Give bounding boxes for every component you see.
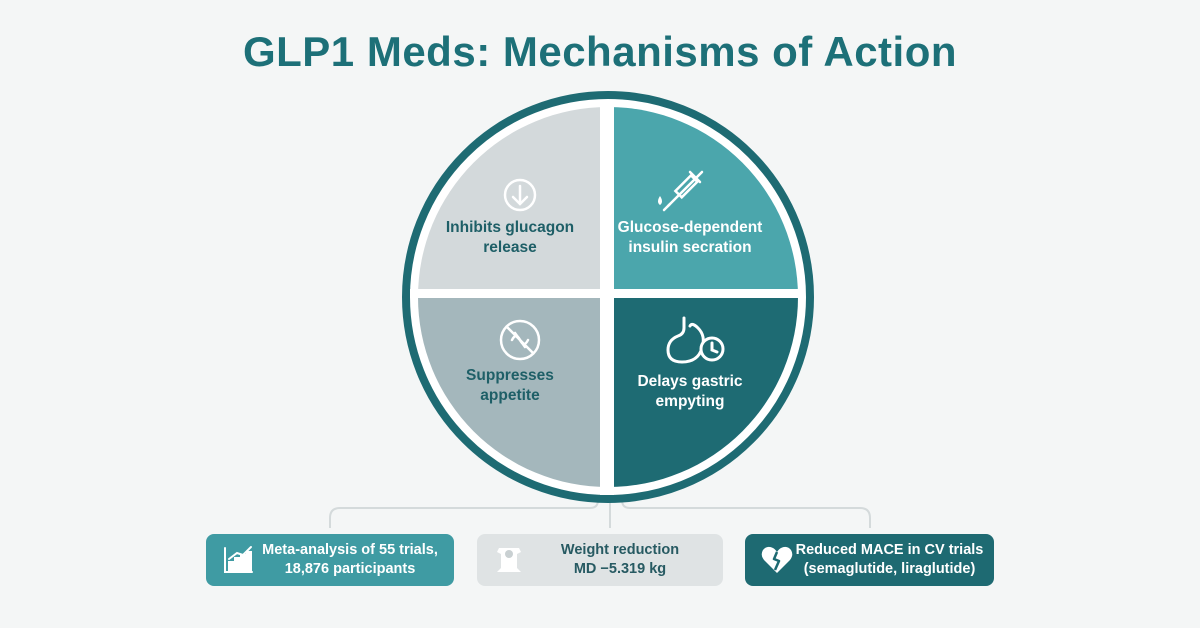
card-line: Reduced MACE in CV trials [795,542,984,558]
card-mace: Reduced MACE in CV trials (semaglutide, … [745,534,994,586]
card-line: (semaglutide, liraglutide) [803,561,976,577]
no-food-icon [499,319,541,361]
quadrant-label-line: Inhibits glucagon [445,219,575,236]
page-title: GLP1 Meds: Mechanisms of Action [242,28,958,75]
card-line: Weight reduction [560,542,680,558]
bar-chart-icon [224,546,253,573]
quadrant-label-line: appetite [480,387,540,404]
card-weight-reduction: Weight reduction MD −5.319 kg [477,534,723,586]
quadrant-label-line: empyting [655,393,725,410]
card-meta-analysis: Meta-analysis of 55 trials, 18,876 parti… [206,534,454,586]
down-arrow-circle-icon [503,178,537,212]
quadrant-label-line: release [483,239,537,256]
quadrant-label-glucagon: Inhibits glucagon release [435,218,585,258]
quadrant-dividers [410,100,805,495]
card-line: MD −5.319 kg [573,561,667,577]
scale-icon [497,548,521,572]
quadrant-label-line: Suppresses [466,367,554,384]
quadrant-label-line: insulin secration [628,239,752,256]
stomach-clock-icon [666,316,725,364]
quadrant-label-gastric: Delays gastric empyting [615,372,765,412]
card-line: Meta-analysis of 55 trials, [262,542,438,558]
quadrant-label-line: Delays gastric [637,373,743,390]
quadrant-label-line: Glucose-dependent [617,219,763,236]
syringe-icon [658,170,704,212]
broken-heart-icon [761,546,793,573]
quadrant-label-insulin: Glucose-dependent insulin secration [615,218,765,258]
card-line: 18,876 participants [284,561,416,577]
quadrant-label-appetite: Suppresses appetite [435,366,585,406]
